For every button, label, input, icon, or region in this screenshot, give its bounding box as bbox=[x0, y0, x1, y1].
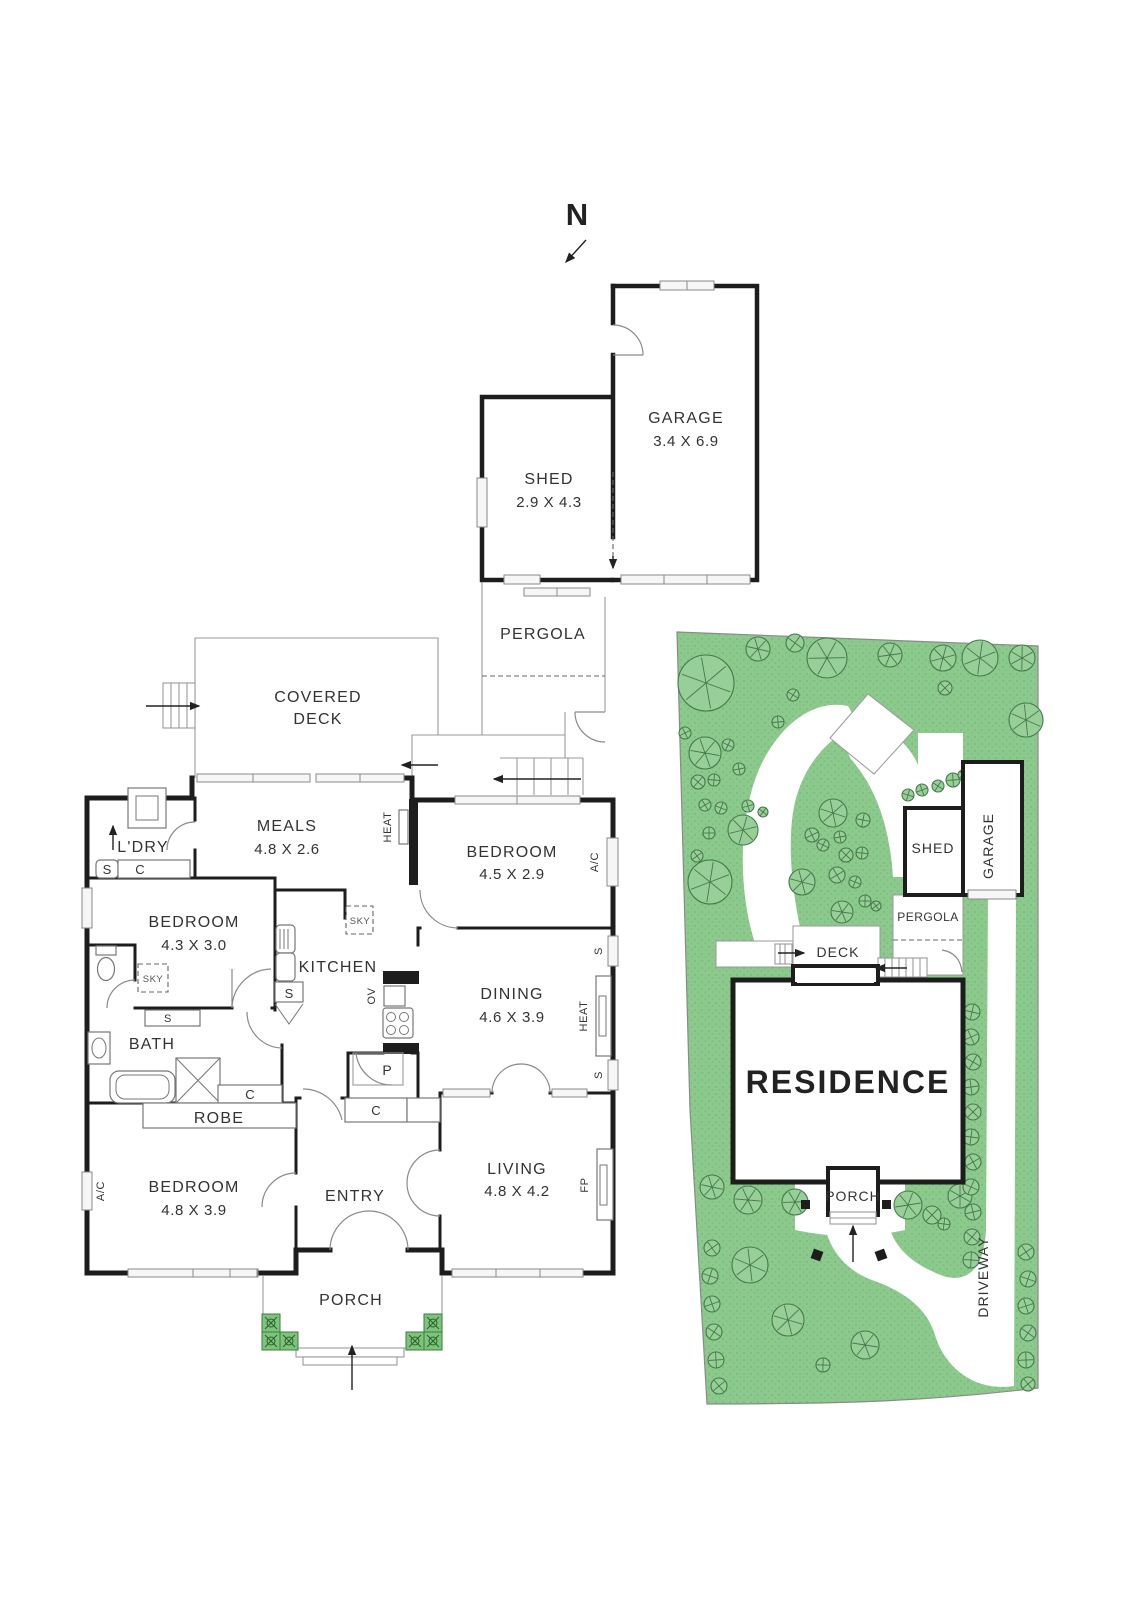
vanity bbox=[87, 1031, 111, 1065]
label-dining: DINING bbox=[480, 986, 543, 1003]
label-pergola: PERGOLA bbox=[500, 626, 586, 643]
shelf-label-kitchen: S bbox=[285, 986, 294, 1001]
outbuilding-windows bbox=[476, 280, 751, 597]
site-garage bbox=[961, 760, 1024, 897]
label-living: LIVING bbox=[487, 1161, 547, 1178]
ac-label-bedroom-front: A/C bbox=[95, 1181, 107, 1201]
floor-plan: N bbox=[81, 197, 760, 1390]
label-covered-deck-2: DECK bbox=[293, 711, 342, 728]
label-entry: ENTRY bbox=[325, 1188, 385, 1205]
heater-label-dining: HEAT bbox=[578, 1001, 590, 1032]
label-bath: BATH bbox=[129, 1036, 175, 1053]
label-bedroom-rear: BEDROOM bbox=[466, 844, 557, 861]
site-label-residence: RESIDENCE bbox=[746, 1064, 951, 1100]
oven-label: OV bbox=[366, 987, 378, 1004]
bathtub bbox=[109, 1070, 176, 1104]
north-label: N bbox=[566, 197, 588, 232]
site-label-shed: SHED bbox=[912, 840, 955, 856]
dims-meals: 4.8 X 2.6 bbox=[254, 841, 319, 858]
pantry bbox=[352, 1052, 404, 1086]
label-bedroom-middle: BEDROOM bbox=[148, 914, 239, 931]
entry-cupboard bbox=[344, 1097, 441, 1123]
skylight-kitchen bbox=[345, 905, 374, 935]
label-garage: GARAGE bbox=[648, 410, 724, 427]
label-laundry: L'DRY bbox=[117, 839, 168, 856]
dims-living: 4.8 X 4.2 bbox=[484, 1183, 549, 1200]
cupboard-label-entry: C bbox=[371, 1103, 380, 1118]
site-trees bbox=[677, 633, 1044, 1395]
sky-label-kitchen: SKY bbox=[350, 916, 371, 927]
dims-garage: 3.4 X 6.9 bbox=[653, 433, 718, 450]
toilet bbox=[95, 945, 117, 982]
site-driveway-path bbox=[822, 897, 1016, 1387]
dims-shed: 2.9 X 4.3 bbox=[516, 494, 581, 511]
bedroom-shelf bbox=[144, 1009, 201, 1027]
cupboard-label-bath: C bbox=[245, 1087, 254, 1102]
room-labels: GARAGE 3.4 X 6.9 SHED 2.9 X 4.3 PERGOLA … bbox=[117, 410, 724, 1309]
site-label-driveway: DRIVEWAY bbox=[975, 1236, 991, 1317]
kitchen-sink bbox=[275, 924, 296, 982]
fireplace-label: FP bbox=[579, 1177, 591, 1192]
shelf-label-dining-2: S bbox=[593, 1071, 605, 1079]
pergola-outline bbox=[481, 582, 606, 735]
covered-deck-outline bbox=[162, 637, 439, 778]
laundry-cupboards bbox=[95, 859, 191, 879]
site-plan: SHED GARAGE PERGOLA DECK RESIDENCE PORCH… bbox=[676, 631, 1044, 1405]
dims-bedroom-front: 4.8 X 3.9 bbox=[161, 1202, 226, 1219]
label-robe: ROBE bbox=[194, 1110, 244, 1127]
site-garden-structure bbox=[829, 693, 915, 775]
label-shed: SHED bbox=[524, 471, 573, 488]
dims-bedroom-rear: 4.5 X 2.9 bbox=[479, 866, 544, 883]
site-label-garage: GARAGE bbox=[980, 813, 996, 879]
dims-dining: 4.6 X 3.9 bbox=[479, 1009, 544, 1026]
label-bedroom-front: BEDROOM bbox=[148, 1179, 239, 1196]
robe-unit bbox=[142, 1102, 297, 1129]
fixture-labels: HEAT HEAT A/C A/C SKY SKY S C S S S S OV… bbox=[95, 812, 605, 1202]
shower bbox=[175, 1057, 221, 1104]
laundry-trough bbox=[127, 787, 167, 829]
heater-dining bbox=[595, 975, 612, 1057]
heater-meals bbox=[398, 809, 409, 845]
site-buildings bbox=[730, 760, 1024, 1262]
porch-planters bbox=[261, 1313, 443, 1351]
label-kitchen: KITCHEN bbox=[299, 959, 378, 976]
shelf-label-dining-1: S bbox=[593, 947, 605, 955]
cupboard-label-laundry: C bbox=[135, 862, 144, 877]
house-exterior-walls bbox=[84, 775, 616, 1276]
site-label-porch: PORCH bbox=[825, 1188, 881, 1204]
heater-label-meals: HEAT bbox=[382, 812, 394, 843]
skylight-bedroom bbox=[137, 963, 169, 993]
fireplace bbox=[596, 1148, 614, 1221]
north-indicator: N bbox=[565, 197, 588, 264]
house-windows bbox=[81, 773, 619, 1278]
site-label-pergola: PERGOLA bbox=[897, 910, 959, 924]
rear-stairs bbox=[411, 712, 584, 795]
site-label-deck: DECK bbox=[817, 944, 860, 960]
shelf-label-bedroom: S bbox=[164, 1013, 172, 1025]
sky-label-bedroom: SKY bbox=[143, 974, 164, 985]
pantry-label: P bbox=[382, 1062, 391, 1078]
kitchen-corner-unit bbox=[274, 981, 304, 1025]
dims-bedroom-middle: 4.3 X 3.0 bbox=[161, 937, 226, 954]
oven-stove bbox=[382, 985, 414, 1039]
label-porch: PORCH bbox=[319, 1292, 383, 1309]
ac-label-bedroom-rear: A/C bbox=[589, 852, 601, 872]
site-shed bbox=[903, 806, 965, 897]
label-covered-deck-1: COVERED bbox=[274, 689, 362, 706]
shelf-label-laundry: S bbox=[103, 862, 112, 877]
label-meals: MEALS bbox=[257, 818, 317, 835]
